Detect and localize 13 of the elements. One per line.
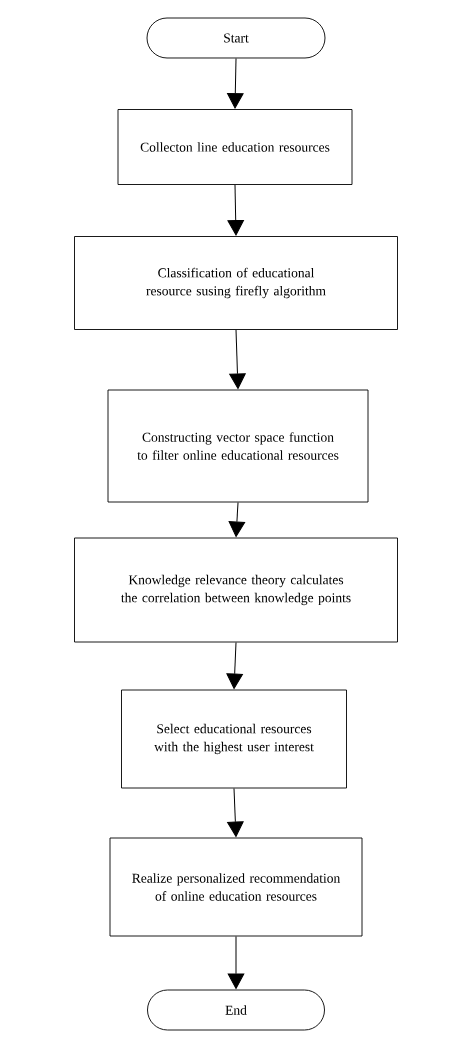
arrow <box>226 641 243 689</box>
arrow <box>229 329 246 389</box>
process-box: Select educational resources with the highest user interest <box>121 689 347 789</box>
arrow <box>227 184 244 236</box>
arrow <box>227 787 244 837</box>
process-box: Classification of educational resource susing firefly algorithm <box>74 236 398 330</box>
arrow <box>227 57 244 109</box>
process-box: Realize personalized recommendation of online education resources <box>109 837 363 937</box>
arrow <box>227 935 245 989</box>
arrow <box>228 501 246 537</box>
process-box: Collecton line education resources <box>117 109 353 185</box>
process-box: Knowledge relevance theory calculates the correlation between knowledge points <box>74 537 398 643</box>
process-box: Constructing vector space function to filter online educational resources <box>107 389 369 503</box>
